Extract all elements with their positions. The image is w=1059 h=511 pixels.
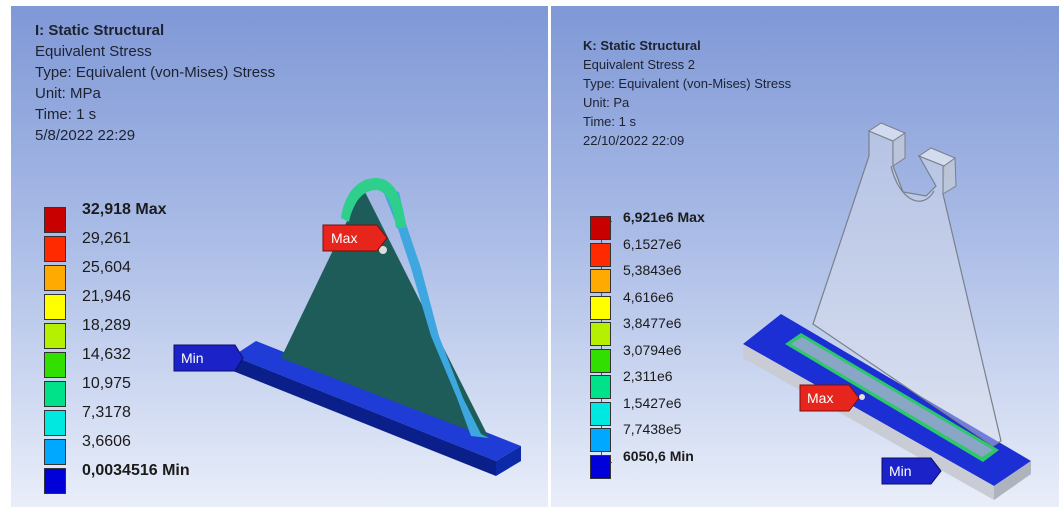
legend-swatch — [44, 323, 66, 349]
legend-value: 6,1527e6 — [623, 235, 682, 252]
legend-swatch — [44, 265, 66, 291]
base-plate-side — [496, 446, 521, 476]
legend-value: 3,0794e6 — [623, 341, 682, 358]
result-date: 5/8/2022 22:29 — [35, 127, 136, 144]
legend-swatch — [590, 322, 611, 346]
min-probe-label: Min — [889, 463, 912, 479]
bracket-edge — [381, 186, 489, 438]
max-probe-tag[interactable] — [322, 224, 388, 252]
legend-value: 7,3178 — [82, 404, 131, 421]
legend-swatch — [590, 401, 611, 426]
max-probe-label: Max — [331, 230, 357, 246]
max-probe-point — [859, 394, 865, 400]
bracket-top-face-2 — [917, 147, 957, 167]
result-name: Equivalent Stress 2 — [583, 57, 696, 72]
result-header-left: I: Static Structural Equivalent Stress T… — [35, 20, 275, 146]
legend-value: 2,311e6 — [623, 368, 673, 384]
min-probe-label: Min — [181, 350, 204, 366]
legend-value: 5,3843e6 — [623, 262, 682, 278]
result-header-right: K: Static Structural Equivalent Stress 2… — [583, 36, 791, 150]
legend-value: 25,604 — [82, 259, 131, 276]
base-plate-side — [994, 461, 1031, 500]
max-probe-tag[interactable] — [799, 384, 860, 412]
legend-swatch — [44, 468, 66, 494]
legend-swatch — [590, 375, 611, 399]
result-date: 22/10/2022 22:09 — [583, 133, 685, 148]
legend-swatch — [44, 236, 66, 262]
legend-swatch — [590, 295, 611, 320]
min-probe-tag[interactable] — [173, 344, 244, 372]
model-view-left[interactable]: Max Min — [11, 6, 548, 507]
legend-value: 3,6606 — [82, 433, 131, 450]
hole-marker — [379, 246, 387, 254]
legend-swatch — [44, 410, 66, 436]
legend-value: 3,8477e6 — [623, 315, 682, 331]
legend-swatch — [590, 269, 611, 293]
bracket-top-arc — [341, 178, 406, 228]
legend-swatch — [590, 428, 611, 452]
result-type: Type: Equivalent (von-Mises) Stress — [35, 64, 276, 81]
result-name: Equivalent Stress — [35, 43, 152, 60]
bracket-top-side — [892, 132, 906, 167]
legend-swatch — [44, 207, 66, 233]
slot-inner — [791, 337, 993, 457]
legend-max-value: 32,918 Max — [82, 201, 167, 218]
legend-value: 14,632 — [82, 346, 131, 363]
result-time: Time: 1 s — [583, 114, 636, 129]
result-unit: Unit: MPa — [35, 85, 101, 102]
legend-swatch — [590, 242, 611, 267]
legend-swatch — [44, 381, 66, 407]
result-unit: Unit: Pa — [583, 95, 630, 110]
analysis-title: I: Static Structural — [35, 22, 165, 39]
legend-max-value: 6,921e6 Max — [623, 209, 705, 225]
result-time: Time: 1 s — [35, 106, 97, 123]
legend-swatch — [44, 294, 66, 320]
bracket-cutout-arc — [890, 165, 935, 202]
model-view-right[interactable]: Max Min — [551, 6, 1059, 507]
result-type: Type: Equivalent (von-Mises) Stress — [583, 76, 792, 91]
legend-value: 29,261 — [82, 230, 131, 247]
legend-min-value: 0,0034516 Min — [82, 462, 190, 479]
min-probe-tag[interactable] — [881, 457, 942, 485]
base-plate-front — [233, 356, 496, 476]
analysis-title: K: Static Structural — [583, 38, 701, 53]
legend-value: 21,946 — [82, 288, 131, 305]
legend-swatch — [590, 454, 611, 479]
legend-min-value: 6050,6 Min — [623, 447, 694, 464]
legend-swatch — [44, 439, 66, 465]
legend-swatch — [590, 348, 611, 373]
result-viewport-left[interactable]: Max Min I: Static Structural Equivalent … — [11, 6, 548, 507]
legend-value: 18,289 — [82, 317, 131, 334]
max-probe-label: Max — [807, 390, 833, 406]
legend-value: 7,7438e5 — [623, 421, 682, 437]
legend-value: 10,975 — [82, 375, 131, 392]
base-plate-top — [233, 341, 521, 461]
result-viewport-right[interactable]: Max Min K: Static Structural Equivalent … — [551, 6, 1059, 507]
legend-swatch — [44, 352, 66, 378]
legend-swatch — [590, 216, 611, 240]
legend-value: 1,5427e6 — [623, 394, 682, 411]
legend-value: 4,616e6 — [623, 288, 674, 305]
